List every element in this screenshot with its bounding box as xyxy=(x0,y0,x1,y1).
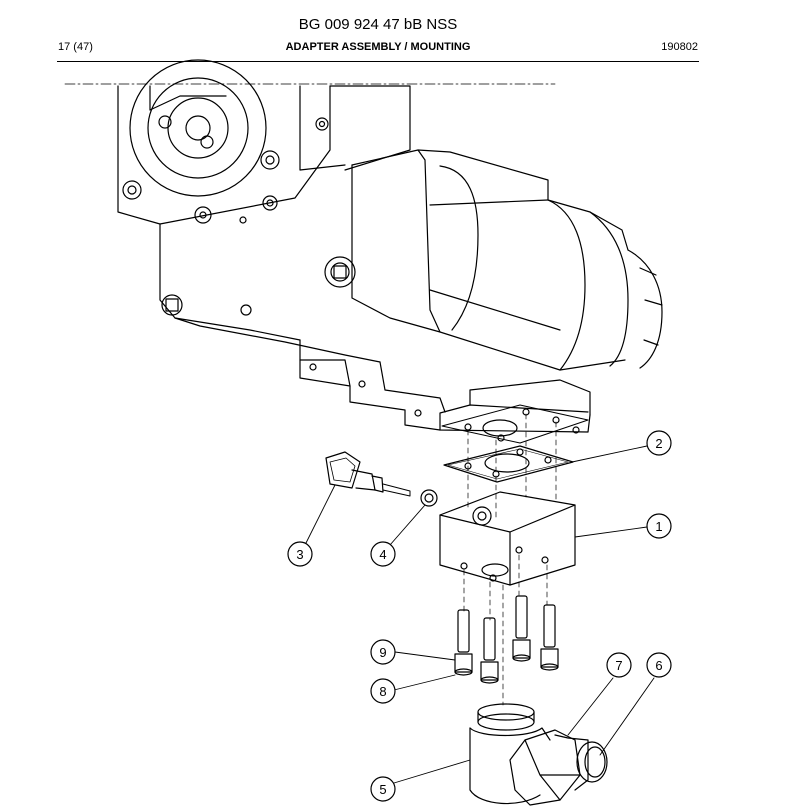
screws-8-9 xyxy=(454,595,559,684)
washer-4 xyxy=(420,489,438,507)
callout-1: 1 xyxy=(646,513,672,539)
callout-label: 8 xyxy=(379,684,386,699)
callout-2: 2 xyxy=(646,430,672,456)
adapter-block-1 xyxy=(439,491,576,586)
callout-label: 4 xyxy=(379,547,386,562)
page-number: 17 (47) xyxy=(58,41,93,53)
callout-label: 1 xyxy=(655,519,662,534)
gearbox-housing xyxy=(117,59,411,363)
revision-date: 190802 xyxy=(661,41,698,53)
elbow-fitting-5-6-7 xyxy=(469,703,608,806)
sensor-3 xyxy=(325,451,411,497)
callout-6: 6 xyxy=(646,652,672,678)
document-title: BG 009 924 47 bB NSS xyxy=(298,16,458,33)
gasket-2 xyxy=(443,445,574,483)
callout-7: 7 xyxy=(606,652,632,678)
header-rule xyxy=(57,61,699,62)
callout-label: 2 xyxy=(655,436,662,451)
callout-5: 5 xyxy=(370,776,396,802)
callout-label: 9 xyxy=(379,645,386,660)
callout-9: 9 xyxy=(370,639,396,665)
callout-label: 5 xyxy=(379,782,386,797)
alignment-lines xyxy=(463,413,557,706)
callout-4: 4 xyxy=(370,541,396,567)
callout-8: 8 xyxy=(370,678,396,704)
callout-label: 7 xyxy=(615,658,622,673)
callout-label: 3 xyxy=(296,547,303,562)
section-title: ADAPTER ASSEMBLY / MOUNTING xyxy=(285,41,471,53)
callout-3: 3 xyxy=(287,541,313,567)
leader-lines xyxy=(304,445,655,784)
callout-label: 6 xyxy=(655,658,662,673)
pump-body xyxy=(299,149,663,444)
